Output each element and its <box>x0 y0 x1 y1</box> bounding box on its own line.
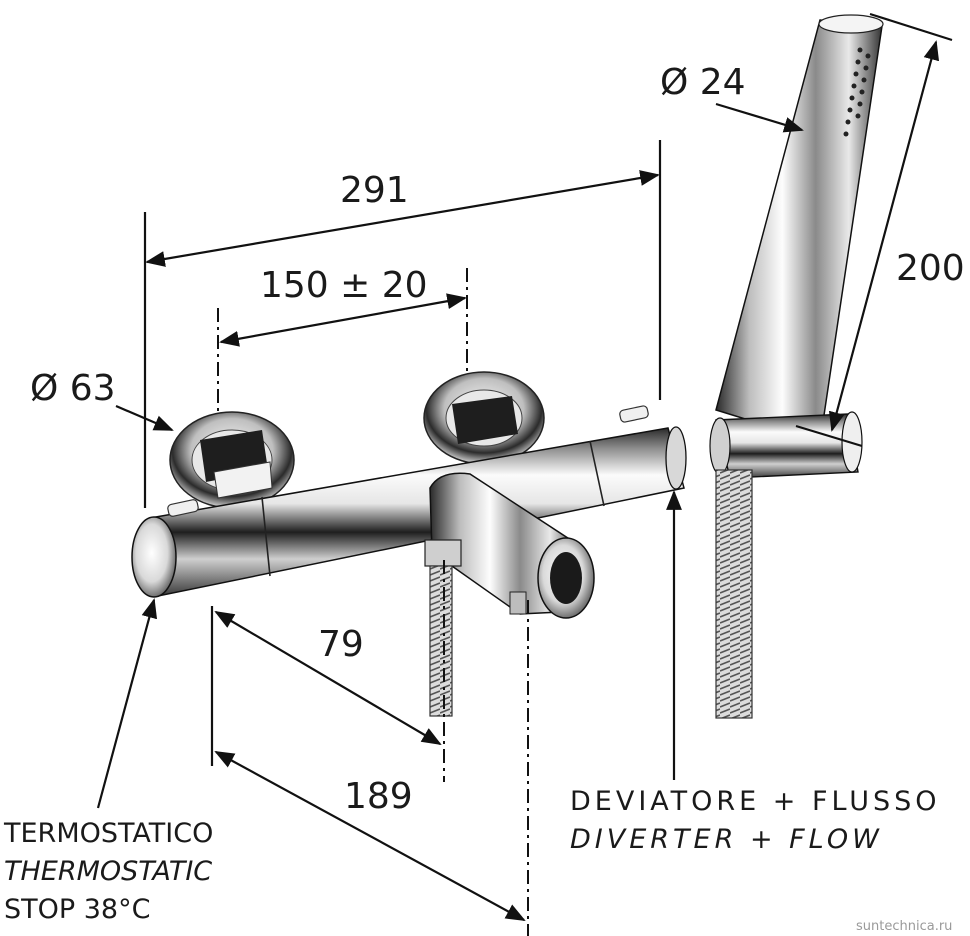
mixer-body <box>131 405 687 598</box>
mixer-hose <box>429 565 453 717</box>
dim-spout-projection: 79 <box>318 624 364 665</box>
dim-handshower-length: 200 <box>896 248 965 289</box>
label-thermostatic-it: TERMOSTATICO <box>3 818 213 849</box>
watermark: suntechnica.ru <box>856 919 952 934</box>
shower-hose <box>715 469 753 719</box>
dim-flange-diameter: Ø 63 <box>30 368 116 409</box>
dim-centers: 150 ± 20 <box>260 265 428 306</box>
label-thermostatic-stop: STOP 38°C <box>4 894 150 925</box>
shower-wall-bracket <box>709 411 863 479</box>
dim-handshower-diameter: Ø 24 <box>660 62 746 103</box>
mixer-product-illustration <box>131 14 884 719</box>
dim-overall-width: 291 <box>340 170 409 211</box>
label-diverter-it: DEVIATORE + FLUSSO <box>570 786 941 817</box>
label-diverter-en: DIVERTER + FLOW <box>570 824 883 855</box>
label-thermostatic-en: THERMOSTATIC <box>4 856 212 887</box>
bath-spout <box>424 472 595 619</box>
dimension-lines <box>96 12 953 936</box>
left-wall-flange <box>169 411 295 509</box>
right-wall-flange <box>423 371 545 465</box>
dim-total-depth: 189 <box>344 776 413 817</box>
